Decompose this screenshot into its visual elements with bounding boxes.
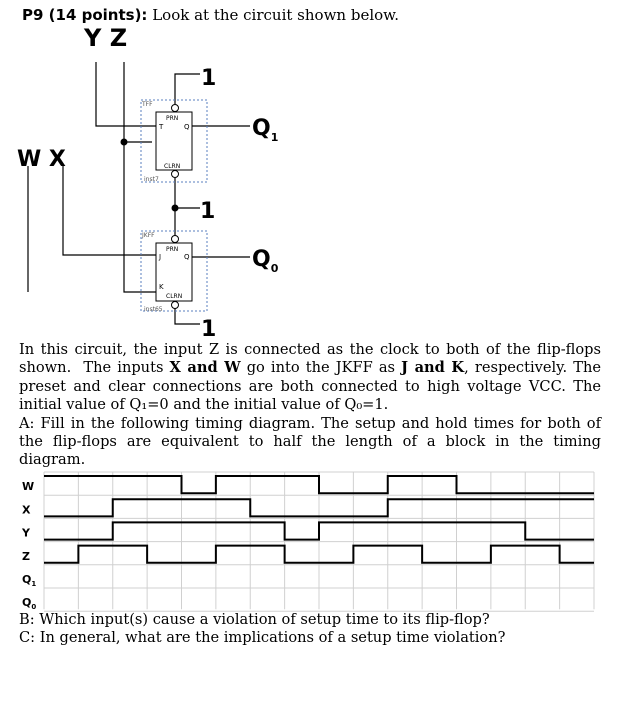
jkff-j-pin: J	[158, 253, 161, 261]
paragraph-intro: In this circuit, the input Z is connecte…	[19, 341, 601, 414]
vcc-wire-top	[174, 73, 200, 104]
waveform-w	[44, 475, 594, 495]
tff-type-label: TFF	[141, 101, 153, 108]
timing-grid	[43, 471, 595, 612]
paragraph-part-a: A: Fill in the following timing diagram.…	[19, 414, 601, 469]
vcc-label-bottom: 1	[201, 317, 216, 340]
waveform-z	[44, 544, 594, 564]
tff-t-pin: T	[158, 123, 164, 131]
problem-text: In this circuit, the input Z is connecte…	[19, 341, 601, 470]
signal-label-z: Z	[22, 550, 30, 563]
clock-junction-dot	[120, 138, 128, 146]
circuit-diagram: Y Z W X TFF PRN T Q CLRN inst7	[17, 24, 279, 340]
x-wire	[62, 166, 156, 256]
tff-q-pin: Q	[184, 123, 190, 131]
signal-label-q1: Q1	[22, 573, 36, 588]
jkff-q-pin: Q	[184, 253, 190, 261]
signal-label-x: X	[22, 503, 31, 516]
problem-heading: P9 (14 points): Look at the circuit show…	[22, 6, 399, 24]
jkff-clrn-pin: CLRN	[166, 293, 182, 300]
jkff-dashed-frame	[140, 230, 208, 312]
question-c: C: In general, what are the implications…	[19, 629, 506, 647]
tff-clrn-bubble	[171, 170, 179, 178]
tff-prn-bubble	[171, 104, 179, 112]
jkff-clrn-bubble	[171, 301, 179, 309]
top-inputs-label: Y Z	[83, 24, 127, 52]
signal-label-w: W	[22, 480, 34, 493]
jkff-prn-bubble	[171, 235, 179, 243]
q1-output-label: Q1	[252, 116, 278, 144]
vcc-junction-dot	[171, 204, 179, 212]
jkff-instance-label: inst65	[144, 306, 163, 313]
problem-number: P9 (14 points):	[22, 6, 148, 24]
tff-dashed-frame	[140, 99, 208, 183]
problem-instruction: Look at the circuit shown below.	[152, 6, 399, 24]
waveform-y	[44, 521, 594, 541]
tff-instance-label: inst7	[144, 176, 159, 183]
signal-label-y: Y	[21, 527, 31, 540]
jkff-k-pin: K	[159, 283, 164, 291]
vcc-label-top: 1	[201, 66, 216, 91]
vcc-label-middle: 1	[200, 199, 215, 224]
signal-label-q0: Q0	[22, 596, 36, 611]
questions: B: Which input(s) cause a violation of s…	[19, 611, 505, 648]
vcc-wire-bottom	[174, 308, 200, 325]
jkff-type-label: JKFF	[141, 232, 155, 239]
question-b: B: Which input(s) cause a violation of s…	[19, 611, 490, 628]
jkff-box	[155, 242, 193, 302]
tff-prn-pin: PRN	[166, 115, 178, 122]
jkff-prn-pin: PRN	[166, 246, 178, 253]
timing-waves	[44, 475, 594, 564]
left-inputs-label: W X	[17, 147, 66, 172]
tff-clrn-pin: CLRN	[164, 163, 180, 170]
q0-output-label: Q0	[252, 247, 279, 275]
waveform-x	[44, 498, 594, 518]
tff-box	[155, 111, 193, 171]
y-wire	[95, 62, 156, 127]
